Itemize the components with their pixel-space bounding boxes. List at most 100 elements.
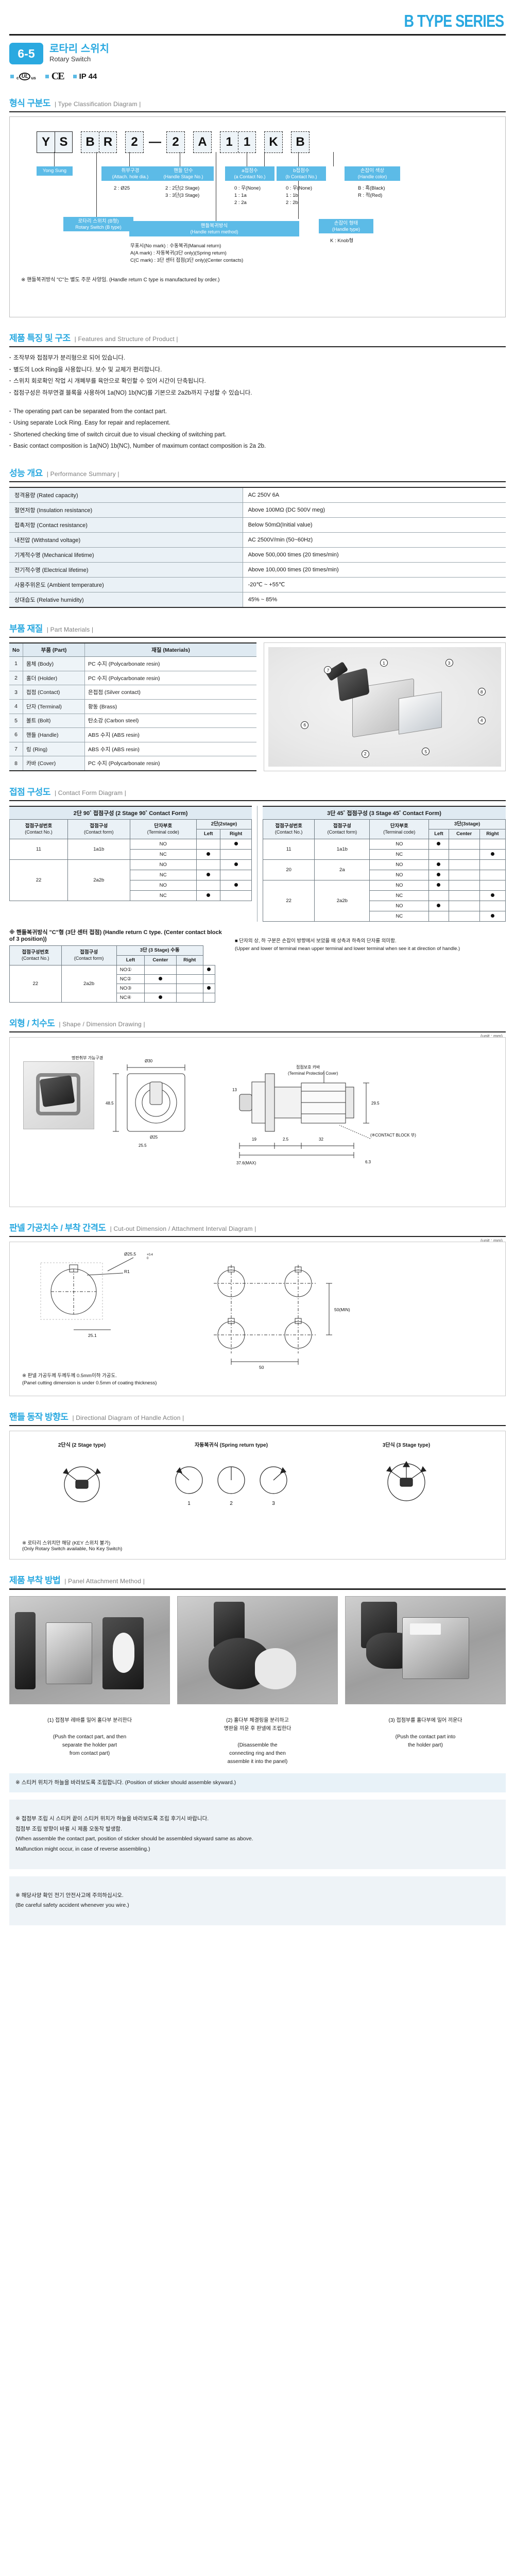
dimension-drawing-svg: 48.5 Ø30 Ø25 25.5 37.6(MAX) 19 2.5 32 29… xyxy=(72,1055,416,1165)
table-header-row: No 부품 (Part) 재질 (Materials) xyxy=(9,642,256,657)
cell-right-dot xyxy=(479,859,506,871)
table-header-row: Left Center Right xyxy=(263,829,506,840)
section-cutout: 판넬 가공치수 / 부착 간격도 | Cut-out Dimension / A… xyxy=(9,1221,506,1397)
handle-dir-3stage-svg xyxy=(386,1461,427,1501)
handle-dir-2stage-svg xyxy=(62,1466,101,1502)
spec-value: Above 100MΩ (DC 500V meg) xyxy=(248,506,325,513)
section-title-kr: 접점 구성도 xyxy=(9,787,50,798)
cell-left-dot xyxy=(144,983,177,993)
dim-label: 50 xyxy=(259,1365,264,1370)
section-rule xyxy=(9,481,506,482)
panel-step-2: (2) 홀다부 체결링을 분리하고 명판을 끼운 후 판넬에 조립한다 (Dis… xyxy=(177,1596,338,1766)
code-cell: B xyxy=(81,132,99,153)
cell-part: 접점 (Contact) xyxy=(23,685,85,700)
cell-terminal: NC xyxy=(129,890,197,902)
col-header-right: Right xyxy=(176,955,203,965)
cell-terminal: NO① xyxy=(116,964,145,975)
cell-no: 1 xyxy=(9,656,23,671)
cell-material: PC 수지 (Polycarbonate resin) xyxy=(84,656,256,671)
section-rule xyxy=(9,346,506,348)
col-header-terminal-code: 단자부호 (Terminal code) xyxy=(129,819,197,840)
handle-dir-spring-svg: 1 2 3 xyxy=(175,1466,287,1506)
cell-terminal: NO xyxy=(369,859,430,871)
cell-no: 6 xyxy=(9,727,23,742)
mark-label: 3 xyxy=(272,1501,275,1506)
spec-key: 전기적수명 (Electrical lifetime) xyxy=(9,562,243,578)
contact-dot-icon xyxy=(234,842,238,846)
cutout-drawing-box: Ø25.5 +0.4 0 R1 25.1 50 50(MIN) ※ 판넬 가공두… xyxy=(9,1242,506,1397)
contact-dot-icon xyxy=(437,883,441,887)
cell-contact-no: 22 xyxy=(9,859,68,902)
ul-listed-icon: c UL us xyxy=(16,73,36,80)
contact-dot-icon xyxy=(437,842,441,846)
dim-label: 0 xyxy=(147,1257,149,1260)
dim-label: Ø25 xyxy=(150,1135,158,1140)
contact-dot-icon xyxy=(490,852,494,856)
table-row: NC xyxy=(263,890,506,902)
mark-label: 2 xyxy=(230,1501,233,1506)
unit-label: (unit : mm) xyxy=(480,1033,503,1039)
step-3-kr: (3) 접점부를 홀다부에 밀어 끼운다 xyxy=(388,1717,462,1723)
cell-right-dot xyxy=(220,880,252,891)
section-title-kr: 형식 구분도 xyxy=(9,98,50,108)
label-handle-color: 손잡이 색상 (Handle color) xyxy=(345,166,400,181)
cell-left-dot xyxy=(428,880,449,891)
col-header-center: Center xyxy=(448,829,480,840)
col-header-stage: 3단(3stage) xyxy=(428,819,506,830)
type-classification-box: Y S B R 2 — 2 A 1 1 xyxy=(9,116,506,318)
spec-value: AC 2500V/min (50~60Hz) xyxy=(248,536,313,543)
section-title-en: | Cut-out Dimension / Attachment Interva… xyxy=(110,1225,256,1232)
ce-mark-icon: CE xyxy=(51,71,65,82)
section-rule xyxy=(9,636,506,638)
section-contact-form: 접점 구성도 | Contact Form Diagram | 2단 90˚ 접… xyxy=(9,785,506,1003)
section-title-en: | Performance Summary | xyxy=(46,470,119,478)
section-title-kr: 부품 재질 xyxy=(9,623,43,634)
table-header-row: 접점구성번호 (Contact No.) 접점구성 (Contact form)… xyxy=(9,945,215,965)
handle-direction-box: 2단식 (2 Stage type) 자동복귀식 (Spring return … xyxy=(9,1431,506,1560)
dim-label: 25.1 xyxy=(88,1333,97,1338)
code-group-hole: 2 xyxy=(125,131,144,154)
cell-center-dot xyxy=(448,870,480,881)
cell-part: 단자 (Terminal) xyxy=(23,699,85,714)
section-performance: 성능 개요 | Performance Summary | 정격용량 (Rate… xyxy=(9,466,506,608)
spec-key: 사용주위온도 (Ambient temperature) xyxy=(9,577,243,592)
cell-terminal: NC xyxy=(369,911,430,922)
col-header-stage: 3단 (3 Stage) 수동 xyxy=(116,945,203,956)
table-header-row: Left Right xyxy=(10,829,252,840)
table-header-row: Left Center Right xyxy=(10,955,215,965)
square-bullet-icon xyxy=(10,75,14,78)
code-cell: Y xyxy=(37,132,55,153)
dim-label: 19 xyxy=(252,1137,256,1142)
label-handle-return: 핸들복귀방식 (Handle return method) xyxy=(129,221,299,237)
cell-contact-no: 11 xyxy=(9,839,68,860)
table-row: 22 2a2b NO xyxy=(262,880,506,922)
step-2-photo xyxy=(177,1596,338,1704)
spec-key: 접촉저항 (Contact resistance) xyxy=(9,517,243,533)
table-row: 4 단자 (Terminal) 황동 (Brass) xyxy=(9,699,256,714)
opts-hole: 2 : Ø25 xyxy=(114,185,130,192)
table-row: NC④ xyxy=(10,992,216,1003)
cell-contact-no: 22 xyxy=(9,964,62,1003)
contact-dot-icon xyxy=(437,873,441,877)
table-row: NO③ xyxy=(10,983,216,993)
table-row: NC xyxy=(10,849,252,860)
code-group-handle-color: B xyxy=(291,131,310,154)
table-row: 사용주위온도 (Ambient temperature) -20℃ ~ +55℃ xyxy=(9,577,506,592)
contact-block-shape xyxy=(399,691,442,735)
cell-left-dot xyxy=(144,974,177,984)
cell-terminal: NO xyxy=(369,880,430,891)
section-title-kr: 외형 / 치수도 xyxy=(9,1018,55,1028)
cell-no: 2 xyxy=(9,671,23,686)
table-row: 3 접점 (Contact) 은접점 (Silver contact) xyxy=(9,685,256,700)
callout-7: 7 xyxy=(324,666,332,674)
label-color-kr: 손잡이 색상 xyxy=(360,168,385,174)
code-group-return: A xyxy=(193,131,212,154)
warning-text: ※ 접점부 조립 시 스티커 끝이 스티커 위치가 하늘을 바라보도록 조립 후… xyxy=(15,1816,253,1852)
mark-label: 1 xyxy=(187,1501,191,1506)
label-hole-en: (Attach. hole dia.) xyxy=(112,174,149,179)
section-title-en: | Contact Form Diagram | xyxy=(54,789,127,797)
col-header-material: 재질 (Materials) xyxy=(84,642,256,657)
label-rotary-type: 로타리 스위치 (B형) Rotary Switch (B type) xyxy=(63,217,133,232)
cert-ip: IP 44 xyxy=(73,72,97,81)
contact-block-shape xyxy=(46,1622,92,1684)
